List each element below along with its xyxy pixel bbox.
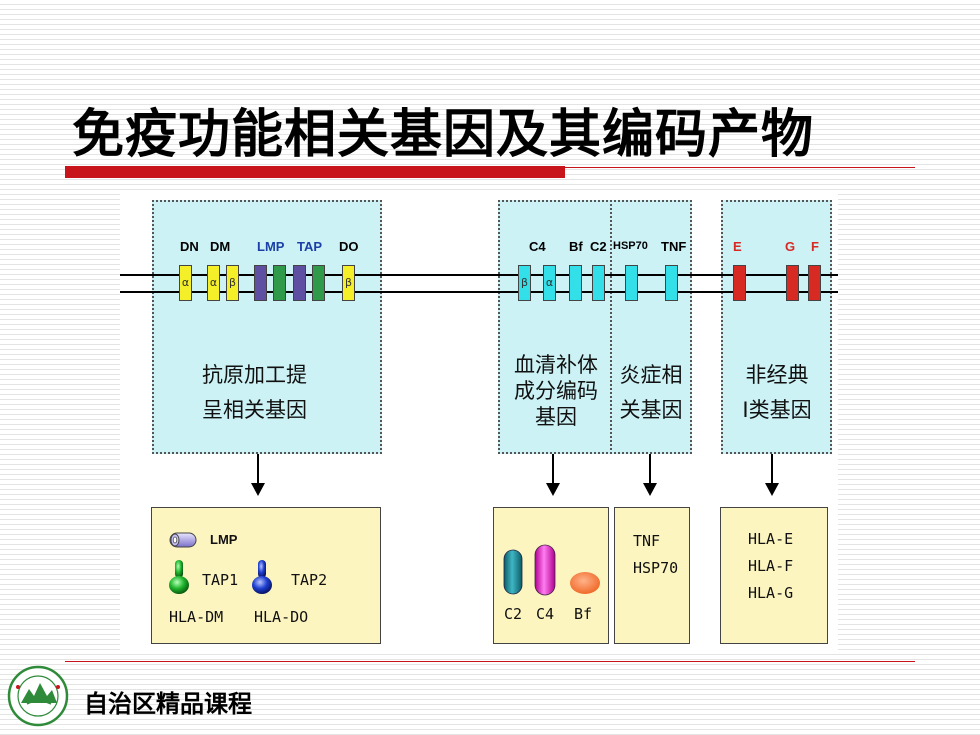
gene-lmp7 [293, 265, 306, 301]
gene-dm-alpha: α [207, 265, 220, 301]
gene-label-c4: C4 [529, 239, 546, 254]
nonclassical-caption-line1: 非经典 [745, 363, 809, 387]
tap1-transporter-icon [169, 560, 189, 594]
arrow-antigen-down [251, 454, 265, 496]
hla-f-label: HLA-F [748, 557, 794, 575]
gene-label-bf: Bf [569, 239, 583, 254]
gene-tap1 [273, 265, 286, 301]
nonclassical-region [721, 200, 832, 454]
nonclassical-caption-line2: I类基因 [742, 398, 812, 422]
gene-hsp70 [625, 265, 638, 301]
course-footer: 自治区精品课程 [84, 690, 252, 718]
gene-c4-alpha: α [543, 265, 556, 301]
c4-molecule-icon [534, 544, 556, 596]
antigen-caption-line1: 抗原加工提 [202, 363, 307, 387]
gene-label-e: E [733, 239, 742, 254]
complement-caption-line2: 成分编码 [514, 379, 598, 403]
gene-c4-beta: β [518, 265, 531, 301]
complement-region [498, 200, 612, 454]
inflammation-caption-line1: 炎症相 [619, 363, 683, 387]
gene-bf [569, 265, 582, 301]
complement-products-box: C2 C4 Bf [493, 507, 609, 644]
gene-lmp2 [254, 265, 267, 301]
gene-label-c2: C2 [590, 239, 607, 254]
lmp-proteasome-icon [169, 532, 197, 548]
complement-caption-line1: 血清补体 [514, 353, 598, 377]
footer-divider-line [65, 661, 915, 662]
gene-tap2 [312, 265, 325, 301]
tap1-label: TAP1 [202, 571, 239, 589]
inflammation-region [610, 200, 692, 454]
c2-label: C2 [504, 605, 523, 623]
university-seal-icon [7, 665, 69, 727]
hsp70-label: HSP70 [633, 559, 679, 577]
c4-label: C4 [536, 605, 555, 623]
gene-label-dn: DN [180, 239, 199, 254]
title-divider-line [565, 167, 915, 168]
hla-e-label: HLA-E [748, 530, 794, 548]
gene-dn-alpha: α [179, 265, 192, 301]
antigen-processing-region [152, 200, 382, 454]
gene-hla-e [733, 265, 746, 301]
tap2-transporter-icon [252, 560, 272, 594]
gene-label-tnf: TNF [661, 239, 687, 254]
antigen-caption-line2: 呈相关基因 [202, 398, 307, 422]
gene-do-beta: β [342, 265, 355, 301]
gene-hla-g [786, 265, 799, 301]
nonclassical-products-box: HLA-E HLA-F HLA-G [720, 507, 828, 644]
gene-c2 [592, 265, 605, 301]
gene-label-hsp70: HSP70 [613, 240, 648, 252]
arrow-complement-down [546, 454, 560, 496]
c2-molecule-icon [503, 549, 523, 595]
bf-molecule-icon [570, 572, 600, 594]
hla-do-label: HLA-DO [254, 608, 309, 626]
gene-label-f: F [811, 239, 819, 254]
slide-title: 免疫功能相关基因及其编码产物 [72, 105, 815, 165]
gene-dm-beta: β [226, 265, 239, 301]
hla-g-label: HLA-G [748, 584, 794, 602]
antigen-products-box: LMP TAP1 TAP2 HLA-DM HLA-DO [151, 507, 381, 644]
inflammation-products-box: TNF HSP70 [614, 507, 690, 644]
gene-label-dm: DM [210, 239, 231, 254]
arrow-inflammation-down [643, 454, 657, 496]
gene-label-g: G [785, 239, 796, 254]
chromosome-strand-top [120, 274, 838, 276]
gene-label-lmp: LMP [257, 239, 285, 254]
hla-dm-label: HLA-DM [169, 608, 224, 626]
gene-tnf [665, 265, 678, 301]
gene-label-tap: TAP [297, 239, 323, 254]
lmp-label: LMP [210, 532, 238, 547]
tnf-label: TNF [633, 532, 661, 550]
title-underline-bar [65, 166, 565, 178]
arrow-nonclassical-down [765, 454, 779, 496]
inflammation-caption-line2: 关基因 [619, 398, 683, 422]
complement-caption-line3: 基因 [535, 405, 577, 429]
tap2-label: TAP2 [291, 571, 328, 589]
chromosome-strand-bottom [120, 291, 838, 293]
mhc-gene-diagram: DN DM LMP TAP DO C4 Bf C2 HSP70 TNF E G … [120, 192, 838, 650]
bf-label: Bf [574, 605, 593, 623]
gene-hla-f [808, 265, 821, 301]
gene-label-do: DO [339, 239, 359, 254]
